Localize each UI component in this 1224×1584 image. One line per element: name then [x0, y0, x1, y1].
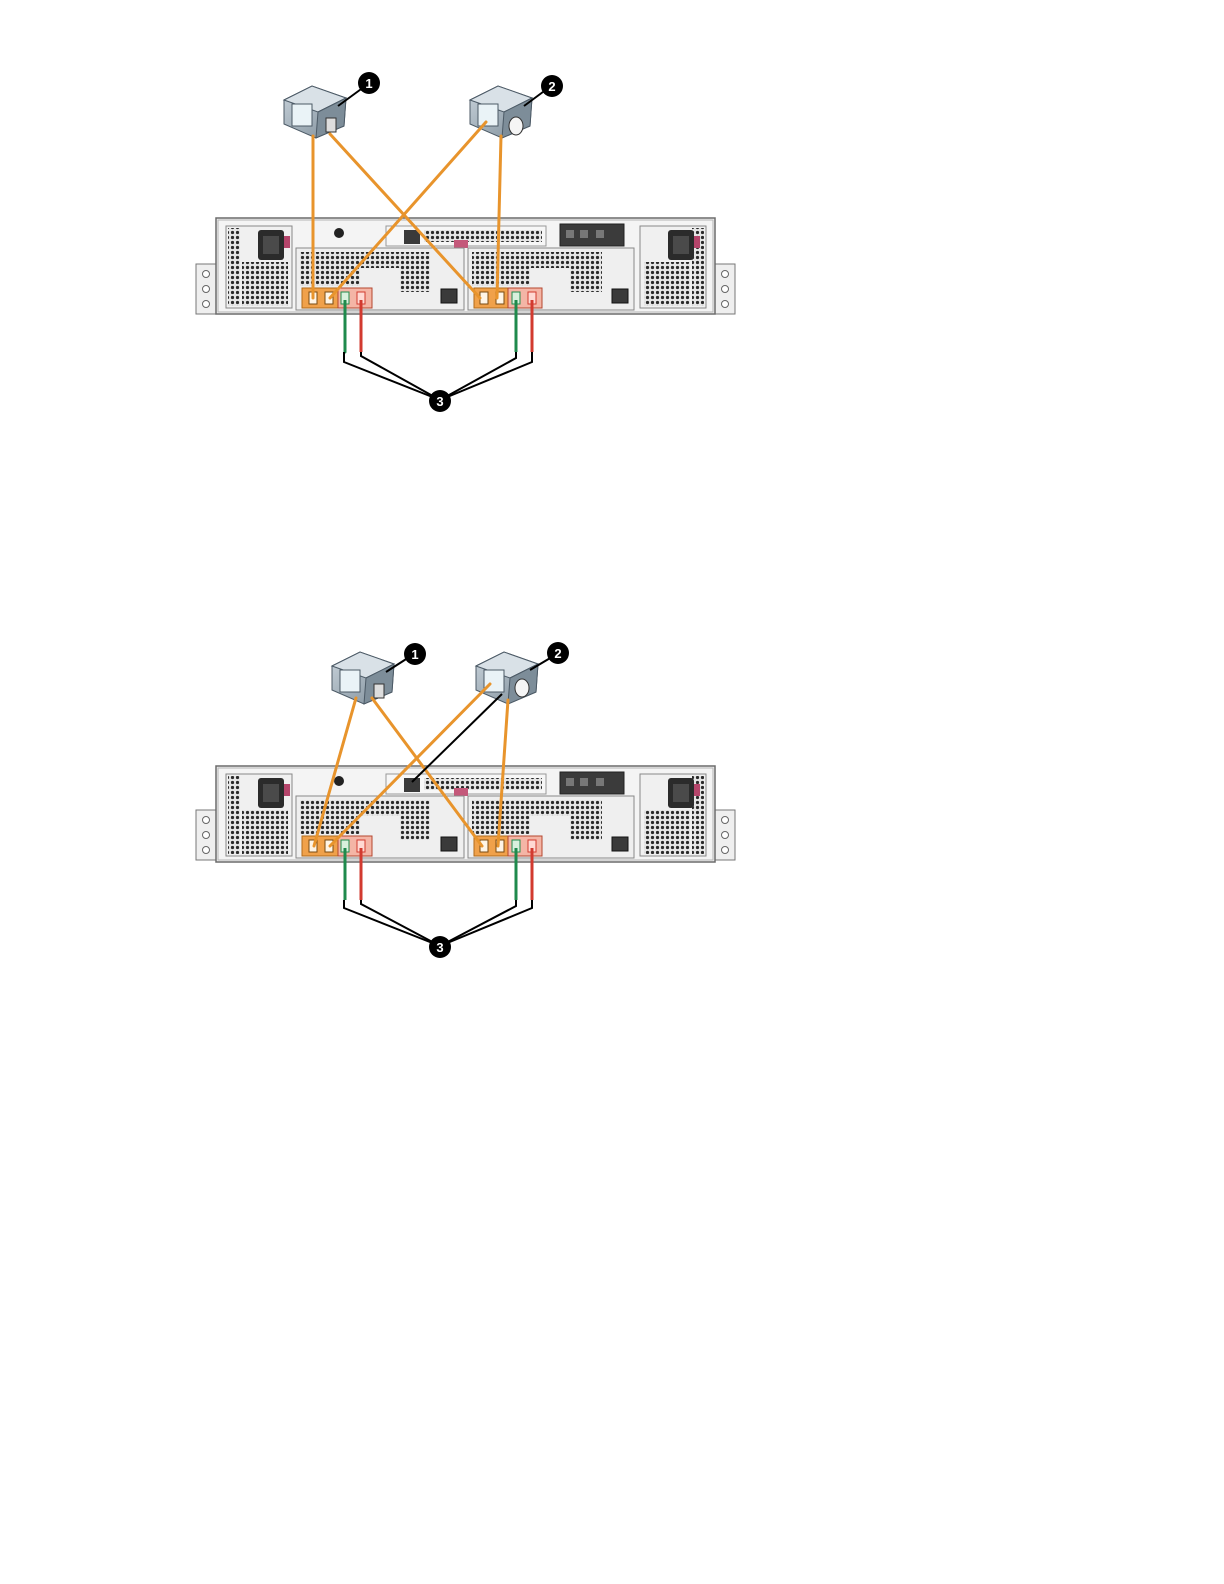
- host-server-1: [284, 86, 346, 138]
- callout-3: 3: [429, 390, 451, 412]
- controller-a: [296, 248, 464, 310]
- power-supply-left: [226, 226, 292, 308]
- callout-3-label: 3: [436, 394, 443, 409]
- host-server-2: [476, 652, 538, 704]
- controller-b: [468, 248, 634, 310]
- callout-3: 3: [429, 936, 451, 958]
- diagram-canvas-bottom: 1 2 3: [0, 560, 1224, 1020]
- rack-ear-right: [715, 264, 735, 314]
- power-supply-left: [226, 774, 292, 856]
- ethernet-cable-green-a: [344, 300, 345, 352]
- callout-2: 2: [541, 75, 563, 97]
- callout-1-label: 1: [411, 647, 418, 662]
- host-server-1: [332, 652, 394, 704]
- callout-2-label: 2: [548, 79, 555, 94]
- callout-1: 1: [358, 72, 380, 94]
- power-supply-right: [640, 226, 706, 308]
- callout-1-label: 1: [365, 76, 372, 91]
- callout-1: 1: [404, 643, 426, 665]
- callout-2: 2: [547, 642, 569, 664]
- callout-2-label: 2: [554, 646, 561, 661]
- diagram-canvas-top: 1 2 3: [0, 0, 1224, 460]
- rack-ear-left: [196, 264, 216, 314]
- cabling-diagram-bottom: 1 2 3: [0, 560, 1224, 1020]
- controller-b: [468, 796, 634, 858]
- rack-ear-right: [715, 810, 735, 860]
- controller-a: [296, 796, 464, 858]
- callout-3-label: 3: [436, 940, 443, 955]
- cabling-diagram-top: 1 2 3: [0, 0, 1224, 460]
- power-supply-right: [640, 774, 706, 856]
- rack-ear-left: [196, 810, 216, 860]
